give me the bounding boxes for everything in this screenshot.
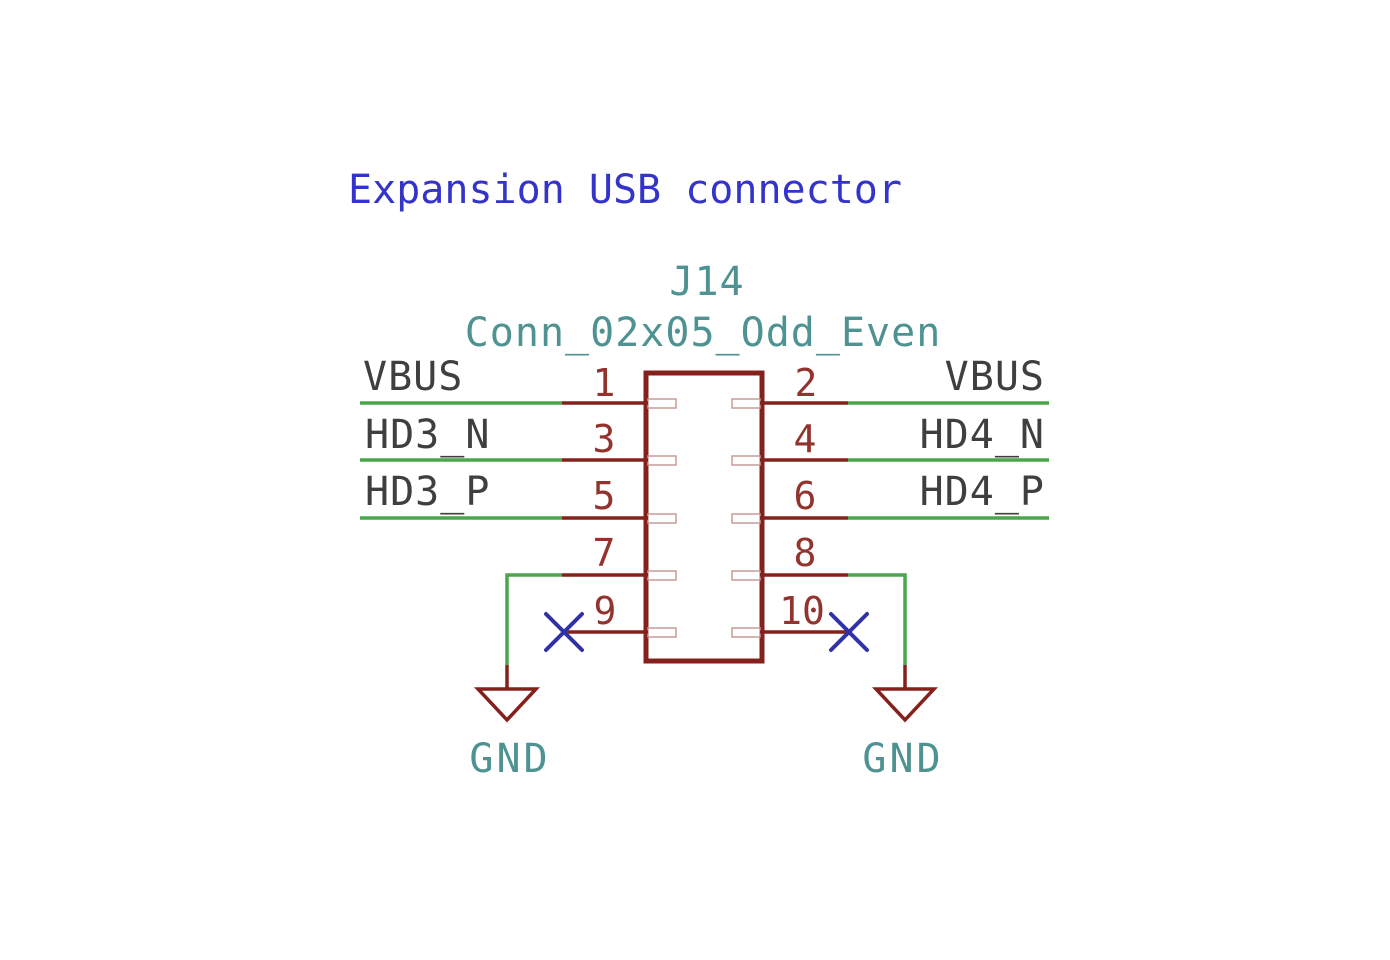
no-connect-x-pin10-icon [829, 612, 869, 652]
gnd-left-triangle-icon [473, 687, 541, 723]
pin-pad-5 [647, 513, 677, 524]
net-label-vbus-right: VBUS [944, 354, 1045, 400]
wire-pin7-gnd [505, 573, 562, 665]
pin-pad-4 [731, 455, 761, 466]
reference-designator: J14 [669, 259, 745, 305]
pin-number-9: 9 [593, 589, 617, 633]
pin-pad-8 [731, 570, 761, 581]
component-value: Conn_02x05_Odd_Even [464, 310, 942, 356]
gnd-label-right: GND [862, 736, 944, 782]
schematic-title: Expansion USB connector [348, 167, 902, 213]
gnd-label-left: GND [469, 736, 551, 782]
pin-pad-6 [731, 513, 761, 524]
pin-number-10: 10 [779, 589, 825, 633]
pin-pad-7 [647, 570, 677, 581]
pin-pad-10 [731, 627, 761, 638]
pin-number-2: 2 [794, 361, 818, 405]
pin-number-7: 7 [592, 531, 616, 575]
pin-pad-2 [731, 398, 761, 409]
net-label-vbus-left: VBUS [363, 354, 464, 400]
net-label-hd4n: HD4_N [919, 412, 1045, 458]
pin-pad-9 [647, 627, 677, 638]
net-label-hd3n: HD3_N [365, 412, 491, 458]
pin-number-5: 5 [592, 474, 616, 518]
pin-number-4: 4 [793, 417, 817, 461]
wire-pin8-gnd [848, 573, 907, 665]
pin-number-8: 8 [793, 531, 817, 575]
net-label-hd3p: HD3_P [365, 469, 491, 515]
pin-pad-3 [647, 455, 677, 466]
pin-pad-1 [647, 398, 677, 409]
pin-number-6: 6 [793, 474, 817, 518]
pin-number-3: 3 [592, 417, 616, 461]
no-connect-x-pin9-icon [544, 612, 584, 652]
net-label-hd4p: HD4_P [919, 469, 1045, 515]
gnd-right-triangle-icon [871, 687, 939, 723]
pin-number-1: 1 [592, 361, 616, 405]
